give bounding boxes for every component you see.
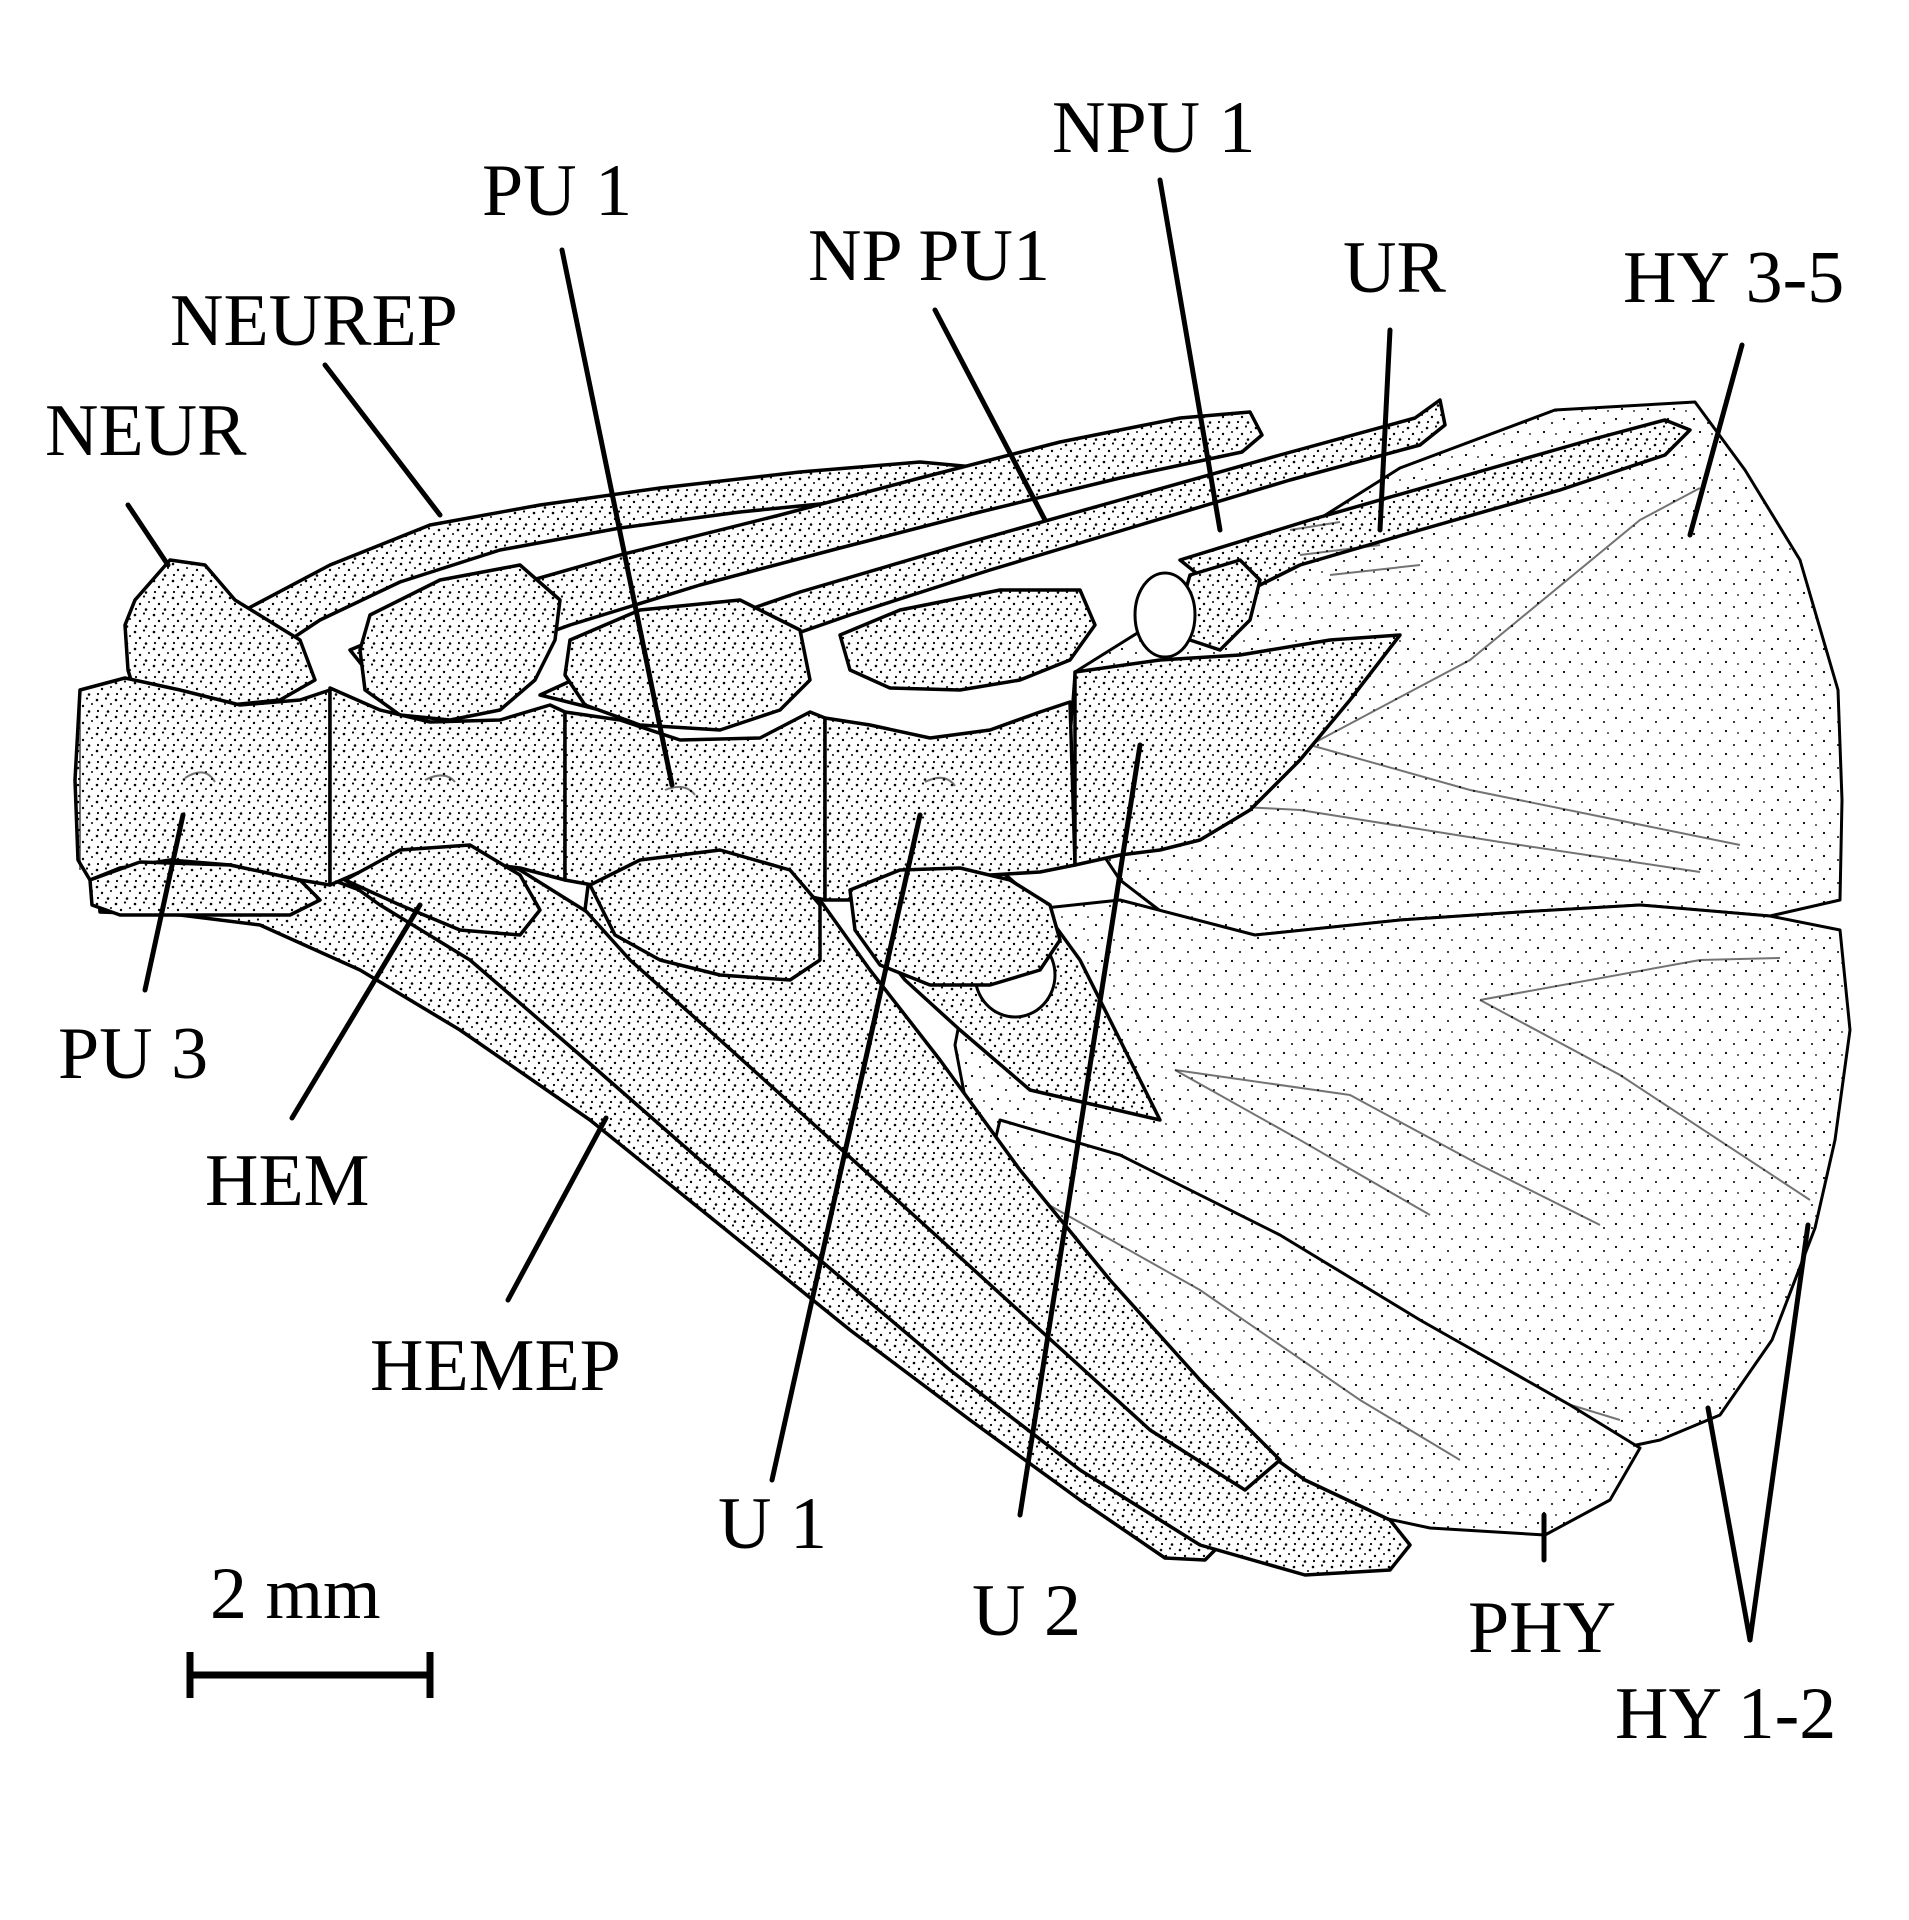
neural-arch-pu1: [563, 598, 812, 732]
scale-bar-label: 2 mm: [210, 1553, 381, 1635]
hemal-arch-pu3: [88, 860, 322, 917]
hemal-arch-pu2: [343, 843, 542, 937]
leader-neurep: [322, 362, 443, 518]
label-hy12: HY 1-2: [1615, 1673, 1836, 1755]
label-hy35: HY 3-5: [1623, 237, 1844, 319]
scale-bar: 2 mm: [186, 1553, 434, 1698]
leader-pu3: [142, 812, 186, 993]
hemal-arch-pu1: [588, 848, 822, 982]
centrum-pu3: [73, 676, 332, 887]
leader-hy12-b: [1747, 1222, 1811, 1643]
foramen-marks: [184, 771, 956, 796]
leader-ur: [1377, 327, 1393, 533]
leader-npu1: [1157, 177, 1223, 533]
labels: NEUR NEUREP PU 1 NP PU1 NPU 1 UR HY 3-5 …: [45, 87, 1844, 1755]
label-hem: HEM: [205, 1140, 369, 1222]
label-pu1: PU 1: [482, 150, 632, 232]
label-phy: PHY: [1468, 1587, 1616, 1669]
leader-hemep: [505, 1115, 609, 1303]
uroneural: [1178, 418, 1692, 602]
label-neur: NEUR: [45, 390, 247, 472]
neural-arch-u1: [838, 571, 1197, 692]
ural-2-centrum: [1073, 633, 1402, 867]
leader-neur: [125, 502, 171, 568]
leader-pu1: [559, 247, 675, 788]
label-ur: UR: [1343, 227, 1446, 309]
leader-hem: [289, 902, 423, 1121]
label-npu1: NPU 1: [1052, 87, 1256, 169]
neural-arch-pu2: [358, 563, 562, 722]
label-neurep: NEUREP: [170, 280, 458, 362]
label-np-pu1: NP PU1: [808, 215, 1050, 297]
label-pu3: PU 3: [58, 1013, 208, 1095]
hemal-arch-u1: [848, 866, 1062, 987]
leader-u1: [769, 812, 923, 1483]
label-u1: U 1: [718, 1483, 827, 1565]
leader-hy12-a: [1705, 1405, 1753, 1643]
label-u2: U 2: [972, 1570, 1081, 1652]
leader-np-pu1: [932, 307, 1048, 523]
label-hemep: HEMEP: [370, 1325, 621, 1407]
leader-hy35: [1687, 342, 1745, 538]
leader-u2: [1017, 742, 1143, 1518]
leader-lines: [125, 177, 1811, 1643]
